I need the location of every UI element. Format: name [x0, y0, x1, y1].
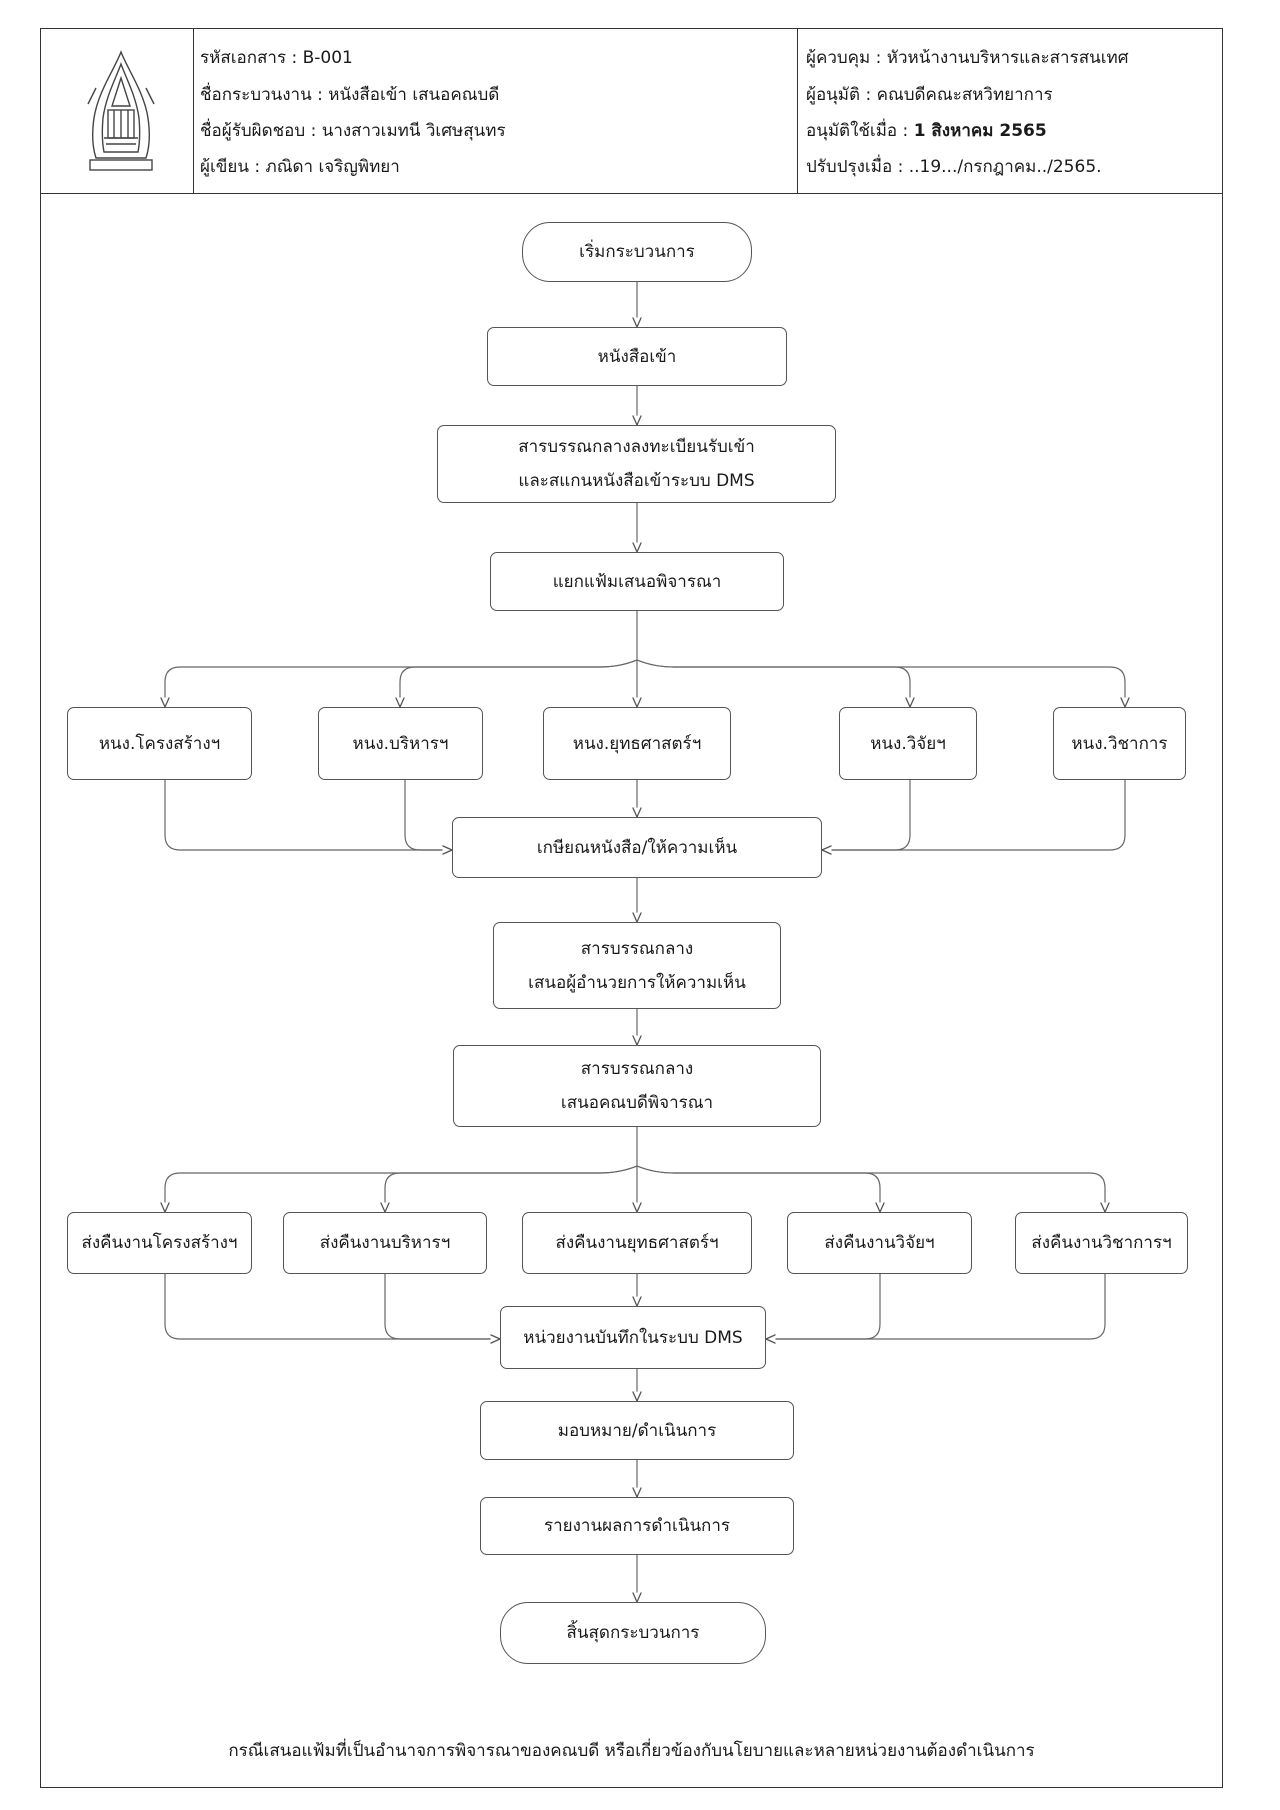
unit-label: หนง.วิชาการ — [1071, 733, 1168, 754]
unit-label: หนง.บริหารฯ — [352, 733, 449, 754]
footer-note: กรณีเสนอแฟ้มที่เป็นอำนาจการพิจารณาของคณบ… — [228, 1741, 1035, 1761]
flow-register: สารบรรณกลางลงทะเบียนรับเข้าและสแกนหนังสื… — [437, 425, 836, 503]
flow-start-label: เริ่มกระบวนการ — [579, 242, 695, 262]
unit-structure: หนง.โครงสร้างฯ — [67, 707, 252, 780]
approval-date: อนุมัติใช้เมื่อ : 1 สิงหาคม 2565 — [806, 121, 1047, 141]
doc-code: รหัสเอกสาร : B-001 — [200, 48, 353, 68]
document-frame — [40, 28, 1223, 1788]
merge-from-return-structure — [164, 1274, 500, 1339]
flow-start: เริ่มกระบวนการ — [522, 222, 752, 282]
merge-from-unit-academic — [822, 780, 1126, 850]
owner-name: ชื่อผู้รับผิดชอบ : นางสาวเมทนี วิเศษสุนท… — [200, 121, 506, 141]
flow-central-to-director: สารบรรณกลางเสนอผู้อำนวยการให้ความเห็น — [493, 922, 781, 1009]
branch-to-return-academic — [636, 1165, 1105, 1212]
return-structure: ส่งคืนงานโครงสร้างฯ — [67, 1212, 252, 1274]
flow-report-label: รายงานผลการดำเนินการ — [543, 1516, 731, 1536]
return-label: ส่งคืนงานวิชาการฯ — [1031, 1233, 1172, 1253]
return-admin: ส่งคืนงานบริหารฯ — [283, 1212, 487, 1274]
university-seal-logo — [87, 50, 155, 171]
flow-central2-line1: สารบรรณกลาง — [580, 1059, 694, 1079]
branch-to-unit-academic — [636, 659, 1125, 707]
flow-central1-line2: เสนอผู้อำนวยการให้ความเห็น — [528, 972, 746, 993]
approver: ผู้อนุมัติ : คณบดีคณะสหวิทยาการ — [806, 85, 1053, 105]
unit-label: หนง.ยุทธศาสตร์ฯ — [572, 733, 702, 754]
flow-report: รายงานผลการดำเนินการ — [480, 1497, 794, 1555]
merge-from-unit-research — [822, 780, 911, 850]
branch-to-return-admin — [385, 1165, 638, 1212]
writer-name: ผู้เขียน : ภณิดา เจริญพิทยา — [200, 157, 400, 177]
process-name: ชื่อกระบวนงาน : หนังสือเข้า เสนอคณบดี — [200, 85, 500, 105]
revision-date: ปรับปรุงเมื่อ : ..19.../กรกฎาคม../2565. — [806, 157, 1102, 177]
flow-record-label: หน่วยงานบันทึกในระบบ DMS — [523, 1327, 743, 1348]
flow-endorse: เกษียณหนังสือ/ให้ความเห็น — [452, 817, 822, 878]
flow-record-dms: หน่วยงานบันทึกในระบบ DMS — [500, 1306, 766, 1369]
flow-register-line2: และสแกนหนังสือเข้าระบบ DMS — [518, 471, 755, 491]
unit-label: หนง.วิจัยฯ — [870, 733, 946, 754]
flow-end: สิ้นสุดกระบวนการ — [500, 1602, 766, 1664]
approval-date-value: 1 สิงหาคม 2565 — [913, 121, 1047, 141]
merge-from-return-research — [766, 1274, 881, 1339]
return-academic: ส่งคืนงานวิชาการฯ — [1015, 1212, 1188, 1274]
return-label: ส่งคืนงานยุทธศาสตร์ฯ — [555, 1233, 719, 1253]
unit-strategy: หนง.ยุทธศาสตร์ฯ — [543, 707, 731, 780]
unit-research: หนง.วิจัยฯ — [839, 707, 977, 780]
flow-incoming-label: หนังสือเข้า — [597, 346, 677, 367]
flow-incoming-letter: หนังสือเข้า — [487, 327, 787, 386]
return-label: ส่งคืนงานวิจัยฯ — [824, 1233, 935, 1253]
flow-register-line1: สารบรรณกลางลงทะเบียนรับเข้า — [518, 437, 755, 457]
flow-separate-label: แยกแฟ้มเสนอพิจารณา — [552, 571, 722, 592]
return-label: ส่งคืนงานโครงสร้างฯ — [81, 1233, 238, 1253]
flow-central1-line1: สารบรรณกลาง — [580, 938, 694, 959]
approval-date-label: อนุมัติใช้เมื่อ : — [806, 121, 914, 141]
merge-from-unit-admin — [404, 780, 452, 850]
return-label: ส่งคืนงานบริหารฯ — [319, 1233, 451, 1253]
branch-to-unit-admin — [400, 659, 638, 707]
return-strategy: ส่งคืนงานยุทธศาสตร์ฯ — [522, 1212, 752, 1274]
header-divider — [797, 28, 798, 193]
flow-assign-label: มอบหมาย/ดำเนินการ — [557, 1420, 717, 1441]
merge-from-return-academic — [766, 1274, 1106, 1339]
flow-end-label: สิ้นสุดกระบวนการ — [566, 1623, 700, 1643]
unit-academic: หนง.วิชาการ — [1053, 707, 1186, 780]
flow-endorse-label: เกษียณหนังสือ/ให้ความเห็น — [536, 837, 738, 858]
flow-central2-line2: เสนอคณบดีพิจารณา — [560, 1093, 714, 1113]
flow-central-to-dean: สารบรรณกลางเสนอคณบดีพิจารณา — [453, 1045, 821, 1127]
merge-from-return-admin — [384, 1274, 500, 1339]
controller: ผู้ควบคุม : หัวหน้างานบริหารและสารสนเทศ — [806, 48, 1129, 68]
document-header: รหัสเอกสาร : B-001 ชื่อกระบวนงาน : หนังส… — [40, 28, 1223, 194]
flow-assign: มอบหมาย/ดำเนินการ — [480, 1401, 794, 1460]
header-divider — [193, 28, 194, 193]
merge-from-unit-structure — [164, 780, 452, 850]
unit-label: หนง.โครงสร้างฯ — [98, 733, 221, 754]
unit-admin: หนง.บริหารฯ — [318, 707, 483, 780]
return-research: ส่งคืนงานวิจัยฯ — [787, 1212, 972, 1274]
flow-separate-files: แยกแฟ้มเสนอพิจารณา — [490, 552, 784, 611]
